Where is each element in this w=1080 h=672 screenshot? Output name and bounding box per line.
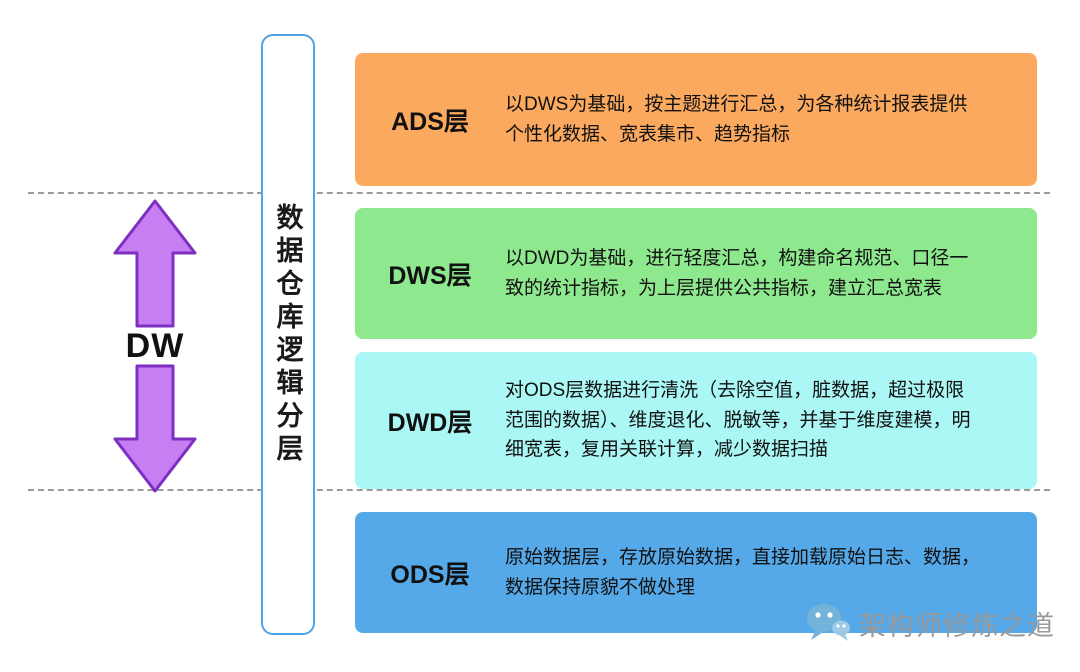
arrow-down-icon — [113, 364, 197, 493]
arrow-up-icon — [113, 199, 197, 328]
layer-ods-label: ODS层 — [390, 560, 470, 589]
layer-dwd-label: DWD层 — [387, 408, 473, 437]
pillar-title: 数据仓库逻辑分层 — [272, 202, 303, 467]
layer-dws-label: DWS层 — [388, 261, 472, 290]
wechat-logo-icon — [807, 604, 850, 641]
layer-ods-description: 原始数据层，存放原始数据，直接加载原始日志、数据，数据保持原貌不做处理 — [505, 547, 981, 598]
layer-dws-description: 以DWD为基础，进行轻度汇总，构建命名规范、口径一致的统计指标，为上层提供公共指… — [505, 248, 969, 299]
layer-ads: ADS层 以DWS为基础，按主题进行汇总，为各种统计报表提供个性化数据、宽表集市… — [355, 53, 1037, 186]
watermark: 架构师修炼之道 — [805, 602, 1055, 644]
dw-label: DW — [125, 327, 185, 365]
divider-dashed-bottom — [28, 489, 1050, 491]
layer-ads-label: ADS层 — [391, 107, 469, 136]
pillar-title-box: 数据仓库逻辑分层 — [261, 34, 315, 635]
watermark-text: 架构师修炼之道 — [859, 610, 1055, 641]
divider-dashed-top — [28, 192, 1050, 194]
layer-dws: DWS层 以DWD为基础，进行轻度汇总，构建命名规范、口径一致的统计指标，为上层… — [355, 208, 1037, 339]
layer-ads-description: 以DWS为基础，按主题进行汇总，为各种统计报表提供个性化数据、宽表集市、趋势指标 — [505, 94, 968, 145]
layer-dwd-description: 对ODS层数据进行清洗（去除空值，脏数据，超过极限范围的数据）、维度退化、脱敏等… — [505, 380, 971, 461]
layer-ods: ODS层 原始数据层，存放原始数据，直接加载原始日志、数据，数据保持原貌不做处理 — [355, 512, 1037, 633]
dw-direction-indicator: DW — [107, 198, 203, 494]
layer-dwd: DWD层 对ODS层数据进行清洗（去除空值，脏数据，超过极限范围的数据）、维度退… — [355, 352, 1037, 489]
